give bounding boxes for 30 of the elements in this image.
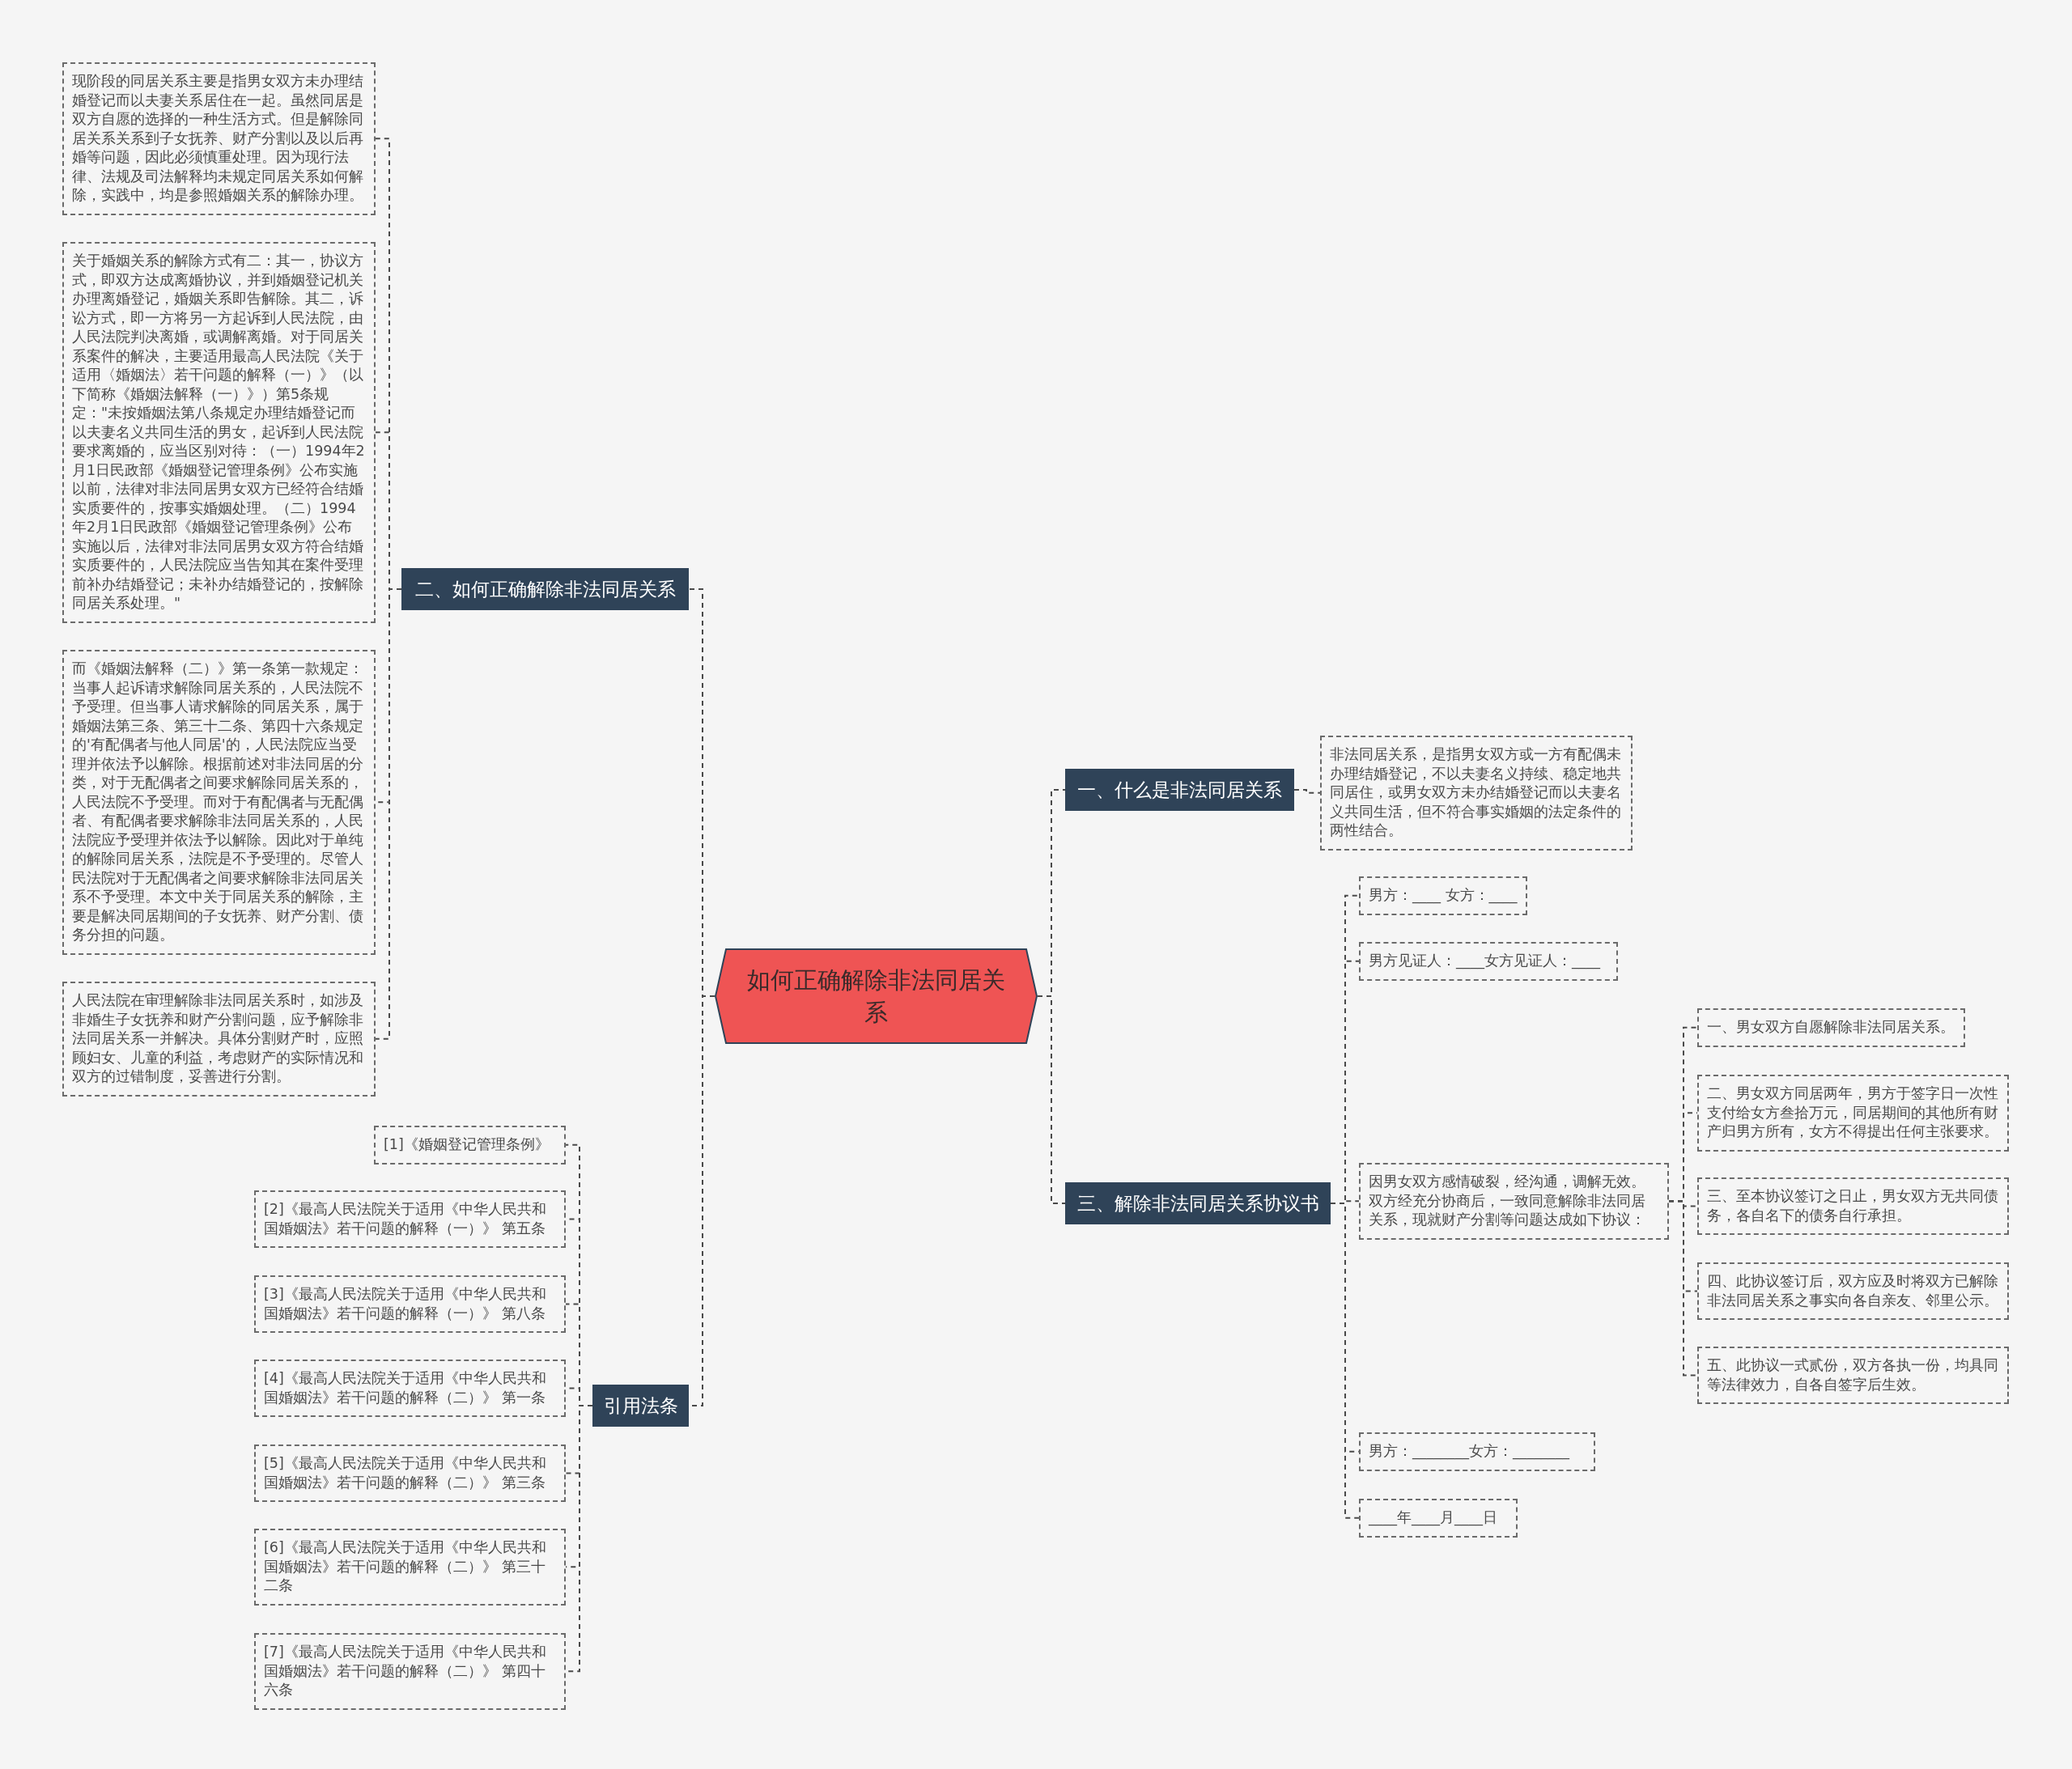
central-topic-hexagon: 如何正确解除非法同居关系	[715, 948, 1038, 1044]
note-card: 人民法院在审理解除非法同居关系时，如涉及非婚生子女抚养和财产分割问题，应予解除非法同居关系一并解决。具体分割财产时，应照顾妇女、儿童的利益，考虑财产的实际情况和双方的过错制度，妥善进行分割。	[62, 982, 376, 1097]
note-card: [5]《最高人民法院关于适用《中华人民共和国婚姻法》若干问题的解释（二）》 第三条	[254, 1444, 566, 1502]
note-card: 二、男女双方同居两年，男方于签字日一次性支付给女方叁拾万元，同居期间的其他所有财产归男方所有，女方不得提出任何主张要求。	[1697, 1075, 2009, 1152]
note-card: 现阶段的同居关系主要是指男女双方未办理结婚登记而以夫妻关系居住在一起。虽然同居是双方自愿的选择的一种生活方式。但是解除同居关系关系到子女抚养、财产分割以及以后再婚等问题，因此必须慎重处理。因为现行法律、法规及司法解释均未规定同居关系如何解除，实践中，均是参照婚姻关系的解除办理。	[62, 62, 376, 215]
note-card: 非法同居关系，是指男女双方或一方有配偶未办理结婚登记，不以夫妻名义持续、稳定地共同居住，或男女双方未办结婚登记而以夫妻名义共同生活，但不符合事实婚姻的法定条件的两性结合。	[1320, 736, 1633, 851]
topic-box: 一、什么是非法同居关系	[1065, 769, 1294, 811]
note-card: 四、此协议签订后，双方应及时将双方已解除非法同居关系之事实向各自亲友、邻里公示。	[1697, 1262, 2009, 1320]
connector-line	[1037, 995, 1066, 1204]
note-card: 因男女双方感情破裂，经沟通，调解无效。双方经充分协商后，一致同意解除非法同居关系，现就财产分割等问题达成如下协议：	[1359, 1163, 1669, 1240]
note-card: [7]《最高人民法院关于适用《中华人民共和国婚姻法》若干问题的解释（二）》 第四十六条	[254, 1633, 566, 1710]
note-card: [2]《最高人民法院关于适用《中华人民共和国婚姻法》若干问题的解释（一）》 第五条	[254, 1190, 566, 1248]
note-card: 三、至本协议签订之日止，男女双方无共同债务，各自名下的债务自行承担。	[1697, 1177, 2009, 1235]
note-card: 男方：____ 女方：____	[1359, 876, 1527, 915]
note-card: 男方：________女方：________	[1359, 1432, 1595, 1471]
connector-line	[1668, 1200, 1698, 1377]
note-card: [4]《最高人民法院关于适用《中华人民共和国婚姻法》若干问题的解释（二）》 第一条	[254, 1360, 566, 1417]
note-card: 而《婚姻法解释（二）》第一条第一款规定：当事人起诉请求解除同居关系的，人民法院不予受理。但当事人请求解除的同居关系，属于婚姻法第三条、第三十二条、第四十六条规定的'有配偶者与他人同居'的，人民法院应当受理并依法予以解除。根据前述对非法同居的分类，对于无配偶者之间要求解除同居关系的，人民法院不予受理。而对于有配偶者与无配偶者、有配偶者要求解除非法同居关系的，人民法院应予受理并依法予以解除。因此对于单纯的解除同居关系，法院是不予受理的。尽管人民法院对于无配偶者之间要求解除非法同居关系不予受理。本文中关于同居关系的解除，主要是解决同居期间的子女抚养、财产分割、债务分担的问题。	[62, 650, 376, 955]
note-card: ____年____月____日	[1359, 1499, 1518, 1538]
note-card: 五、此协议一式贰份，双方各执一份，均具同等法律效力，自各自签字后生效。	[1697, 1347, 2009, 1404]
connector-line	[1293, 789, 1321, 794]
note-card: [6]《最高人民法院关于适用《中华人民共和国婚姻法》若干问题的解释（二）》 第三十二条	[254, 1529, 566, 1606]
topic-box: 引用法条	[592, 1385, 689, 1427]
topic-box: 三、解除非法同居关系协议书	[1065, 1182, 1331, 1224]
note-card: [1]《婚姻登记管理条例》	[374, 1126, 566, 1164]
note-card: 男方见证人：____女方见证人：____	[1359, 942, 1618, 981]
note-card: 一、男女双方自愿解除非法同居关系。	[1697, 1008, 1965, 1047]
topic-box: 二、如何正确解除非法同居关系	[401, 568, 689, 610]
note-card: [3]《最高人民法院关于适用《中华人民共和国婚姻法》若干问题的解释（一）》 第八条	[254, 1275, 566, 1333]
note-card: 关于婚姻关系的解除方式有二：其一，协议方式，即双方达成离婚协议，并到婚姻登记机关办理离婚登记，婚姻关系即告解除。其二，诉讼方式，即一方将另一方起诉到人民法院，由人民法院判决离婚，或调解离婚。对于同居关系案件的解决，主要适用最高人民法院《关于适用〈婚姻法〉若干问题的解释（一）》（以下简称《婚姻法解释（一）》）第5条规定："未按婚姻法第八条规定办理结婚登记而以夫妻名义共同生活的男女，起诉到人民法院要求离婚的，应当区别对待：（一）1994年2月1日民政部《婚姻登记管理条例》公布实施以前，法律对非法同居男女双方已经符合结婚实质要件的，按事实婚姻处理。（二）1994年2月1日民政部《婚姻登记管理条例》公布实施以后，法律对非法同居男女双方符合结婚实质要件的，人民法院应当告知其在案件受理前补办结婚登记；未补办结婚登记的，按解除同居关系处理。"	[62, 242, 376, 623]
